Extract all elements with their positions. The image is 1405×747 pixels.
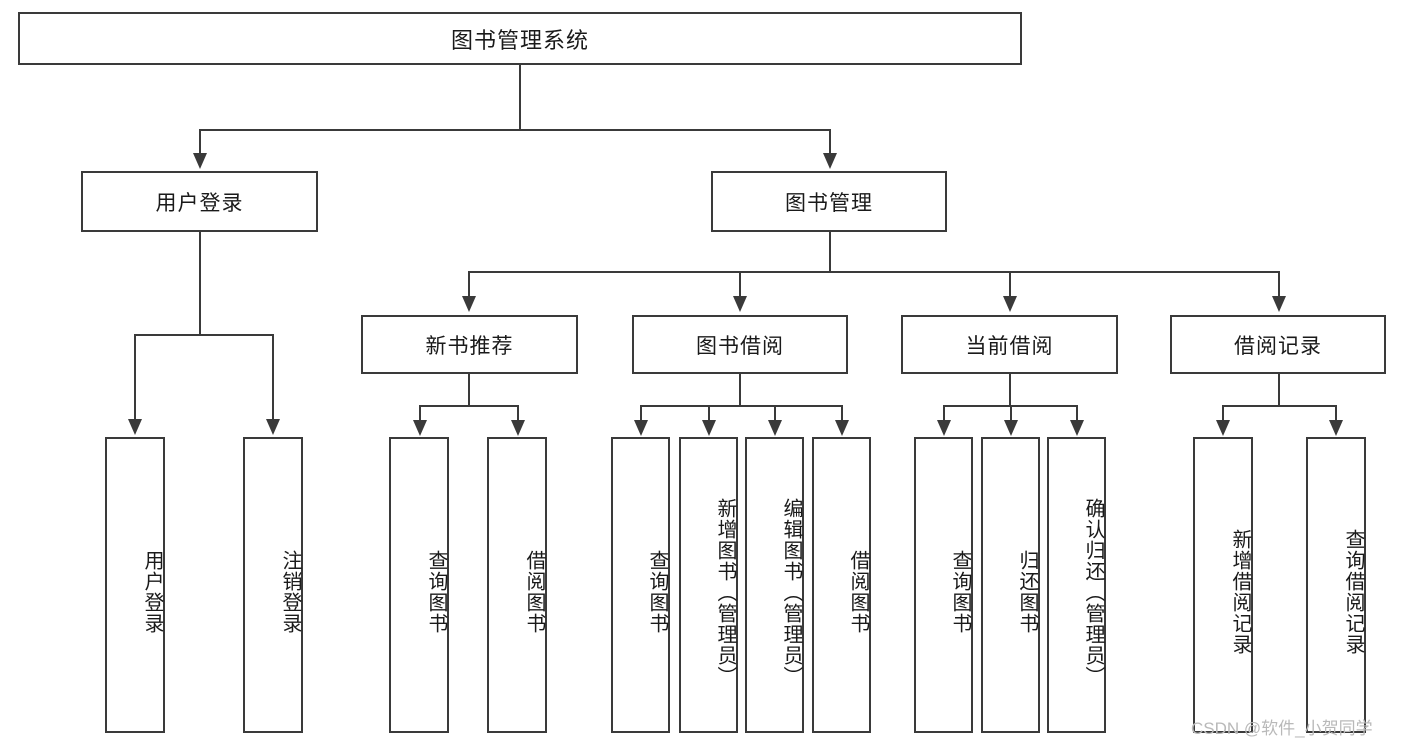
node-label: 注销登录 <box>279 550 301 634</box>
node-label: 新增借阅记录 <box>1229 529 1251 655</box>
node-label: 查询图书 <box>646 550 668 634</box>
connector-to-new-book <box>468 271 470 297</box>
connector-to-current-borrow <box>1009 271 1011 297</box>
node-book-borrow[interactable]: 图书借阅 <box>632 315 848 374</box>
arrow-to-borrow-record <box>1272 296 1286 312</box>
node-label: 归还图书 <box>1016 550 1038 634</box>
node-borrow-record[interactable]: 借阅记录 <box>1170 315 1386 374</box>
node-current-borrow[interactable]: 当前借阅 <box>901 315 1118 374</box>
leaf-new-book-query-books[interactable]: 查询图书 <box>389 437 449 733</box>
node-label: 当前借阅 <box>965 334 1054 358</box>
arrow-record-leaf-2 <box>1329 420 1343 436</box>
arrow-to-new-book <box>462 296 476 312</box>
leaf-record-add-borrow-record[interactable]: 新增借阅记录 <box>1193 437 1253 733</box>
csdn-watermark: CSDN @软件_小贺同学 <box>1191 719 1373 738</box>
connector-book-mgmt-bar <box>468 271 1279 273</box>
node-user-login[interactable]: 用户登录 <box>81 171 318 232</box>
arrow-to-book-mgmt <box>823 153 837 169</box>
connector-to-book-borrow <box>739 271 741 297</box>
connector-new-book-leaf-2 <box>517 405 519 421</box>
connector-root-to-book-mgmt <box>829 129 831 155</box>
connector-new-book-leaf-1 <box>419 405 421 421</box>
node-new-book-recommend[interactable]: 新书推荐 <box>361 315 578 374</box>
leaf-user-login[interactable]: 用户登录 <box>105 437 165 733</box>
arrow-book-borrow-leaf-1 <box>634 420 648 436</box>
connector-current-leaf-2 <box>1010 405 1012 421</box>
arrow-to-user-login-leaf <box>128 419 142 435</box>
connector-borrow-record-stem <box>1278 374 1280 406</box>
connector-new-book-stem <box>468 374 470 406</box>
arrow-book-borrow-leaf-2 <box>702 420 716 436</box>
node-label: 确认归还（管理员） <box>1082 497 1104 687</box>
arrow-to-book-borrow <box>733 296 747 312</box>
node-label: 用户登录 <box>155 191 244 215</box>
connector-record-leaf-1 <box>1222 405 1224 421</box>
node-label: 用户登录 <box>141 550 163 634</box>
arrow-book-borrow-leaf-3 <box>768 420 782 436</box>
connector-book-borrow-leaf-3 <box>774 405 776 421</box>
connector-root-stem <box>519 65 521 130</box>
node-label: 查询借阅记录 <box>1342 529 1364 655</box>
connector-root-bar <box>199 129 831 131</box>
arrow-current-leaf-3 <box>1070 420 1084 436</box>
connector-book-borrow-leaf-2 <box>708 405 710 421</box>
leaf-borrow-add-book-admin[interactable]: 新增图书（管理员） <box>679 437 738 733</box>
node-label: 图书借阅 <box>696 334 784 358</box>
connector-current-borrow-stem <box>1009 374 1011 406</box>
leaf-new-book-borrow-books[interactable]: 借阅图书 <box>487 437 547 733</box>
leaf-borrow-borrow-books[interactable]: 借阅图书 <box>812 437 871 733</box>
arrow-new-book-leaf-1 <box>413 420 427 436</box>
node-label: 借阅记录 <box>1234 334 1322 358</box>
node-label: 新增图书（管理员） <box>714 497 736 687</box>
arrow-to-user-login <box>193 153 207 169</box>
connector-new-book-bar <box>419 405 518 407</box>
connector-current-leaf-3 <box>1076 405 1078 421</box>
arrow-to-logout-leaf <box>266 419 280 435</box>
leaf-current-confirm-return-admin[interactable]: 确认归还（管理员） <box>1047 437 1106 733</box>
node-root-library-system[interactable]: 图书管理系统 <box>18 12 1022 65</box>
node-label: 借阅图书 <box>847 550 869 634</box>
connector-book-borrow-leaf-1 <box>640 405 642 421</box>
connector-user-login-bar <box>134 334 273 336</box>
node-label: 编辑图书（管理员） <box>780 497 802 687</box>
connector-user-login-stem <box>199 232 201 335</box>
arrow-current-leaf-1 <box>937 420 951 436</box>
connector-record-leaf-2 <box>1335 405 1337 421</box>
connector-book-borrow-stem <box>739 374 741 406</box>
connector-book-mgmt-stem <box>829 232 831 272</box>
leaf-current-query-books[interactable]: 查询图书 <box>914 437 973 733</box>
node-label: 查询图书 <box>949 550 971 634</box>
connector-book-borrow-bar <box>640 405 842 407</box>
arrow-to-current-borrow <box>1003 296 1017 312</box>
connector-user-login-to-leaf-1 <box>134 334 136 420</box>
connector-user-login-to-leaf-2 <box>272 334 274 420</box>
node-label: 新书推荐 <box>425 334 514 358</box>
connector-root-to-user-login <box>199 129 201 155</box>
connector-current-leaf-1 <box>943 405 945 421</box>
leaf-current-return-books[interactable]: 归还图书 <box>981 437 1040 733</box>
node-label: 图书管理 <box>785 191 873 215</box>
arrow-new-book-leaf-2 <box>511 420 525 436</box>
connector-borrow-record-bar <box>1222 405 1336 407</box>
connector-book-borrow-leaf-4 <box>841 405 843 421</box>
node-label: 借阅图书 <box>523 550 545 634</box>
arrow-current-leaf-2 <box>1004 420 1018 436</box>
node-book-management[interactable]: 图书管理 <box>711 171 947 232</box>
connector-to-borrow-record <box>1278 271 1280 297</box>
leaf-borrow-edit-book-admin[interactable]: 编辑图书（管理员） <box>745 437 804 733</box>
node-label: 图书管理系统 <box>450 27 589 53</box>
arrow-record-leaf-1 <box>1216 420 1230 436</box>
arrow-book-borrow-leaf-4 <box>835 420 849 436</box>
node-label: 查询图书 <box>425 550 447 634</box>
leaf-logout[interactable]: 注销登录 <box>243 437 303 733</box>
leaf-borrow-query-books[interactable]: 查询图书 <box>611 437 670 733</box>
leaf-record-query-borrow-record[interactable]: 查询借阅记录 <box>1306 437 1366 733</box>
